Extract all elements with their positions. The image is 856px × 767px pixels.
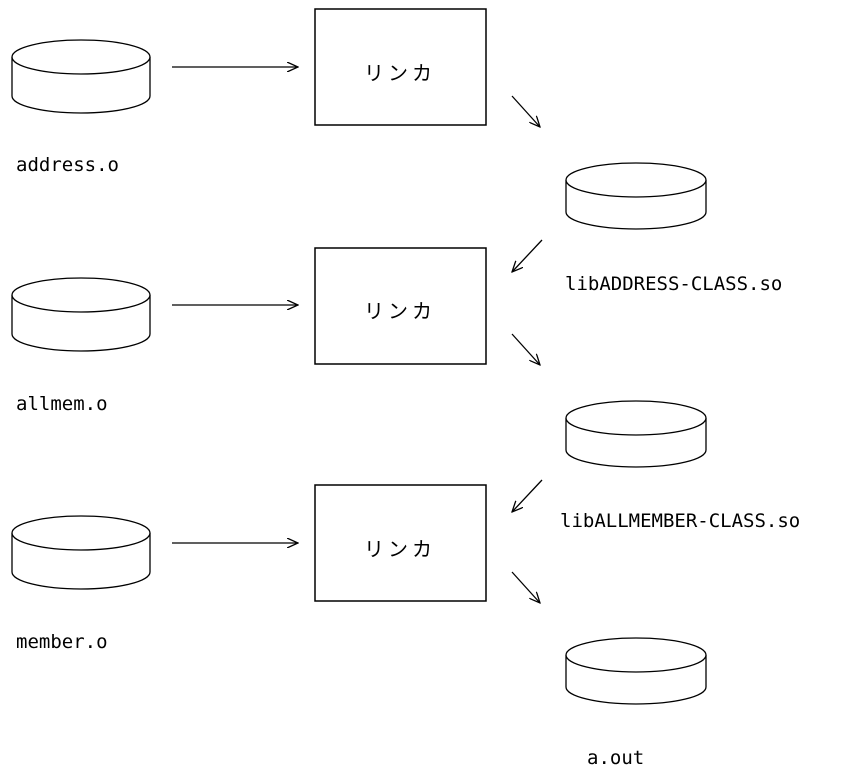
linker-label-2: リンカ: [364, 299, 436, 323]
output-arrow-1: [511, 95, 540, 127]
output-arrow-3: [511, 571, 540, 603]
output-disk-aout: [565, 637, 707, 705]
feedback-arrow-2: [512, 479, 543, 512]
output-arrow-2: [511, 333, 540, 365]
input-label-member: member.o: [16, 631, 108, 653]
linker-box-2: [314, 247, 487, 365]
linker-box-1: [314, 8, 487, 126]
output-disk-liballmember: [565, 400, 707, 468]
input-label-allmem: allmem.o: [16, 393, 108, 415]
input-disk-address: [11, 39, 151, 114]
linker-label-1: リンカ: [364, 61, 436, 85]
output-label-libaddress: libADDRESS-CLASS.so: [565, 273, 782, 295]
input-disk-member: [11, 515, 151, 590]
output-label-aout: a.out: [587, 747, 644, 767]
linker-box-3: [314, 484, 487, 602]
output-disk-libaddress: [565, 162, 707, 230]
feedback-arrow-1: [512, 239, 543, 272]
linker-label-3: リンカ: [364, 537, 436, 561]
input-disk-allmem: [11, 277, 151, 352]
output-label-liballmember: libALLMEMBER-CLASS.so: [560, 510, 800, 532]
input-label-address: address.o: [16, 154, 119, 176]
